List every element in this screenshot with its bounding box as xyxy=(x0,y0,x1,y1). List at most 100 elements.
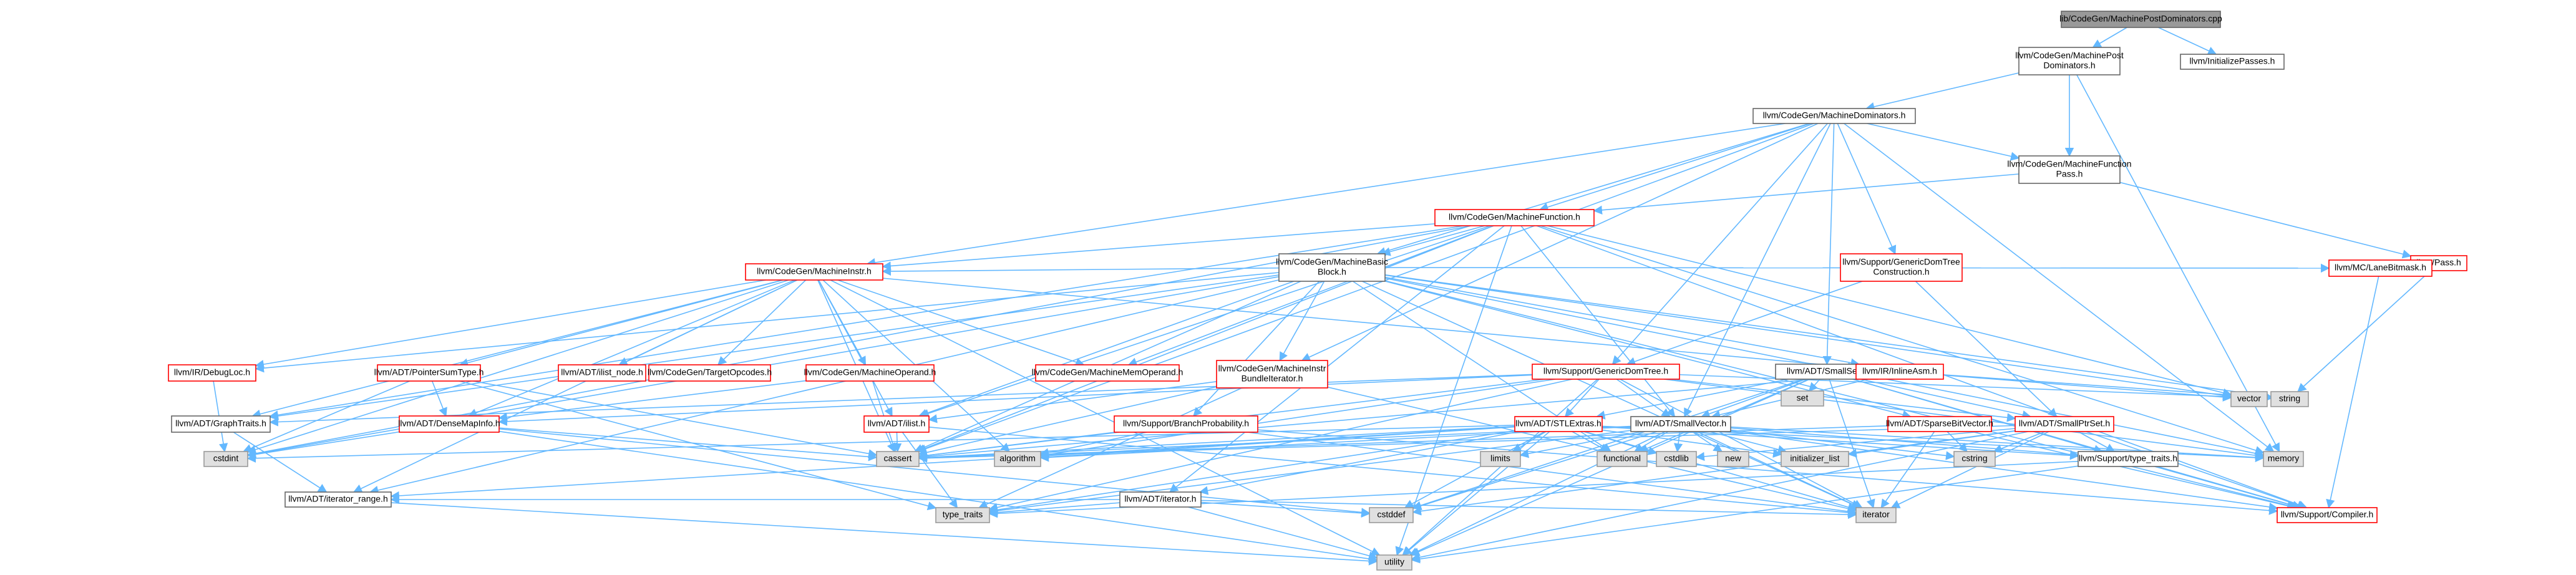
node-initlist[interactable]: initializer_list xyxy=(1781,451,1849,467)
node-mmemop[interactable]: llvm/CodeGen/MachineMemOperand.h xyxy=(1032,364,1184,382)
node-label: memory xyxy=(2268,453,2300,463)
node-adtiterator[interactable]: llvm/ADT/iterator.h xyxy=(1119,491,1202,508)
edge-mfunc-to-minstr xyxy=(882,223,1436,271)
node-box xyxy=(2263,451,2304,467)
node-box xyxy=(2018,155,2121,184)
node-label: cassert xyxy=(883,453,911,463)
edge-gdt-to-utility xyxy=(1402,379,1598,556)
node-string[interactable]: string xyxy=(2270,391,2309,407)
node-box xyxy=(2078,451,2179,467)
node-sparsebitvector[interactable]: llvm/ADT/SparseBitVector.h xyxy=(1886,416,1993,432)
node-debugloc[interactable]: llvm/IR/DebugLoc.h xyxy=(168,364,256,382)
node-densemapinfo[interactable]: llvm/ADT/DenseMapInfo.h xyxy=(398,415,500,433)
node-box xyxy=(1532,364,1680,380)
node-stlextras[interactable]: llvm/ADT/STLExtras.h xyxy=(1514,416,1603,432)
edge-root-to-initpasses xyxy=(2158,27,2217,56)
node-typetraitsh[interactable]: llvm/Support/type_traits.h xyxy=(2078,451,2179,467)
node-vector[interactable]: vector xyxy=(2230,391,2268,407)
node-graphtraits[interactable]: llvm/ADT/GraphTraits.h xyxy=(171,415,271,433)
node-pointersum[interactable]: llvm/ADT/PointerSumType.h xyxy=(374,364,484,382)
node-box xyxy=(1781,390,1824,407)
node-gdt[interactable]: llvm/Support/GenericDomTree.h xyxy=(1532,364,1680,380)
node-label: llvm/CodeGen/MachineFunction.h xyxy=(1449,212,1580,222)
node-label: llvm/Support/type_traits.h xyxy=(2079,453,2177,463)
node-ilist[interactable]: llvm/ADT/ilist.h xyxy=(863,415,930,433)
node-ilistnode[interactable]: llvm/ADT/ilist_node.h xyxy=(558,364,646,382)
edge-gdt-to-iterator xyxy=(1620,379,1863,508)
edge-minstr-to-debugloc xyxy=(255,279,766,369)
node-label: llvm/ADT/SmallPtrSet.h xyxy=(2019,418,2110,428)
node-label: llvm/CodeGen/MachinePost xyxy=(2015,51,2124,60)
node-lanebit[interactable]: llvm/MC/LaneBitmask.h xyxy=(2328,259,2433,277)
node-cassert[interactable]: cassert xyxy=(876,451,920,467)
edge-smallset-to-functional xyxy=(1638,379,1810,453)
edge-mpd-to-memory xyxy=(2076,74,2280,453)
node-box xyxy=(1434,209,1595,226)
node-label: llvm/ADT/DenseMapInfo.h xyxy=(398,418,500,428)
edge-smallvector-to-cstdlib xyxy=(1673,431,1683,453)
node-smallvector[interactable]: llvm/ADT/SmallVector.h xyxy=(1630,416,1731,432)
edge-mibi-to-cassert xyxy=(918,386,1217,457)
node-set[interactable]: set xyxy=(1781,390,1824,407)
node-moperand[interactable]: llvm/CodeGen/MachineOperand.h xyxy=(804,364,936,382)
edge-smallvector-to-cstddef xyxy=(1412,431,1658,510)
node-branchprob[interactable]: llvm/Support/BranchProbability.h xyxy=(1114,415,1258,433)
edge-mdom-to-minstr xyxy=(866,123,1786,268)
node-mfunc[interactable]: llvm/CodeGen/MachineFunction.h xyxy=(1434,209,1595,226)
node-label: llvm/Support/GenericDomTree.h xyxy=(1543,366,1668,376)
node-label: llvm/Support/Compiler.h xyxy=(2281,510,2374,519)
node-limits[interactable]: limits xyxy=(1480,451,1521,467)
edge-minstr-to-utility xyxy=(830,279,1381,556)
node-label: llvm/CodeGen/TargetOpcodes.h xyxy=(648,367,772,377)
node-cstdlib[interactable]: cstdlib xyxy=(1656,451,1697,467)
edge-gdt-to-densemapinfo xyxy=(498,374,1533,426)
node-targetop[interactable]: llvm/CodeGen/TargetOpcodes.h xyxy=(648,364,772,382)
node-cstddef[interactable]: cstddef xyxy=(1369,507,1414,523)
node-mibi[interactable]: llvm/CodeGen/MachineInstrBundleIterator.… xyxy=(1216,360,1328,389)
edge-ilist-to-typetraits xyxy=(902,432,958,509)
edge-gdt-to-smallptrset xyxy=(1671,379,2016,422)
node-memory[interactable]: memory xyxy=(2263,451,2304,467)
node-label: llvm/Support/GenericDomTree xyxy=(1842,257,1960,267)
edge-sparsebitvector-to-cstring xyxy=(1947,431,1968,453)
node-label: functional xyxy=(1603,453,1641,463)
edge-inlineasm-to-cassert xyxy=(918,375,1857,461)
node-box xyxy=(1630,416,1731,432)
edge-adtiterator-to-iterator xyxy=(1200,500,1857,519)
node-cstring[interactable]: cstring xyxy=(1953,451,1996,467)
node-cstdint[interactable]: cstdint xyxy=(203,451,248,467)
node-inlineasm[interactable]: llvm/IR/InlineAsm.h xyxy=(1855,364,1944,380)
node-algorithm[interactable]: algorithm xyxy=(994,451,1041,467)
node-mpd[interactable]: llvm/CodeGen/MachinePostDominators.h xyxy=(2015,47,2124,75)
node-label: llvm/CodeGen/MachineMemOperand.h xyxy=(1032,367,1184,377)
edge-ilist-to-iterator xyxy=(928,427,1857,517)
node-mdom[interactable]: llvm/CodeGen/MachineDominators.h xyxy=(1752,108,1916,124)
node-smallptrset[interactable]: llvm/ADT/SmallPtrSet.h xyxy=(2015,416,2114,432)
node-box xyxy=(558,364,646,382)
node-gdtc[interactable]: llvm/Support/GenericDomTreeConstruction.… xyxy=(1840,253,1963,282)
node-layer: lib/CodeGen/MachinePostDominators.cppllv… xyxy=(168,11,2467,571)
edge-mdom-to-mibi xyxy=(1301,123,1819,362)
node-new[interactable]: new xyxy=(1717,451,1749,467)
edge-mfunc-to-mmemop xyxy=(1127,225,1494,367)
node-initpasses[interactable]: llvm/InitializePasses.h xyxy=(2180,54,2285,70)
node-box xyxy=(1953,451,1996,467)
node-minstr[interactable]: llvm/CodeGen/MachineInstr.h xyxy=(745,263,883,281)
edge-mbb-to-iterator xyxy=(1361,281,1860,509)
node-utility[interactable]: utility xyxy=(1376,554,1412,571)
node-functional[interactable]: functional xyxy=(1597,451,1648,467)
node-itrange[interactable]: llvm/ADT/iterator_range.h xyxy=(284,491,392,508)
edge-smallvector-to-limits xyxy=(1519,431,1643,458)
node-box xyxy=(1752,108,1916,124)
node-compiler[interactable]: llvm/Support/Compiler.h xyxy=(2277,507,2378,523)
edge-smallset-to-set xyxy=(1808,379,1820,392)
node-label: llvm/CodeGen/MachineInstr xyxy=(1218,364,1326,374)
node-box xyxy=(935,507,990,523)
node-iterator[interactable]: iterator xyxy=(1855,507,1897,523)
node-box xyxy=(1514,416,1603,432)
node-typetraits[interactable]: type_traits xyxy=(935,507,990,523)
edge-smallvector-to-typetraits xyxy=(988,430,1631,516)
edge-mdom-to-mfunc xyxy=(1539,123,1811,211)
